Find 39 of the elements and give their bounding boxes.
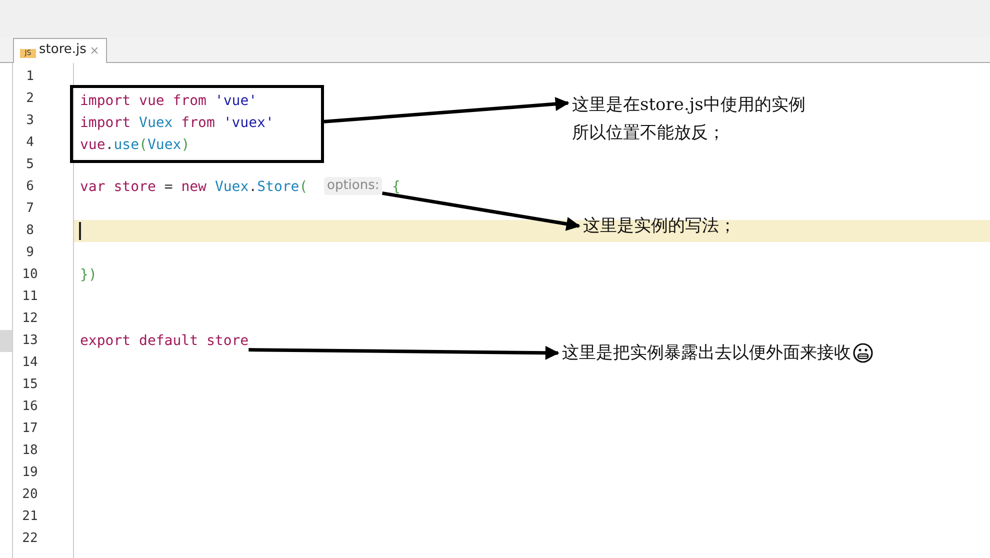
line-number: 10 — [21, 266, 39, 284]
code-line: import vue from 'vue' — [80, 92, 258, 111]
code-line: vue.use(Vuex) — [80, 136, 191, 155]
line-number: 17 — [21, 420, 39, 438]
line-number: 7 — [25, 200, 35, 218]
line-number: 14 — [21, 354, 39, 372]
arrow — [324, 96, 570, 124]
code-box — [70, 85, 324, 163]
tab-title: store.js — [39, 41, 86, 59]
code-line: import Vuex from 'vuex' — [80, 114, 275, 133]
line-number: 18 — [21, 442, 39, 460]
annotation-text: 这里是在store.js中使用的实例 — [572, 94, 806, 117]
annotation-text: 所以位置不能放反； — [572, 122, 726, 145]
line-number: 12 — [21, 310, 39, 328]
line-number: 9 — [25, 244, 35, 262]
parameter-hint: options: — [324, 177, 382, 195]
arrow — [382, 191, 580, 231]
line-number: 19 — [21, 464, 39, 482]
line-number: 16 — [21, 398, 39, 416]
code-line: }) — [80, 266, 97, 285]
line-number: 22 — [21, 530, 39, 548]
code-line: export default store — [80, 330, 249, 352]
annotation-text: 这里是把实例暴露出去以便外面来接收 — [562, 342, 851, 365]
line-number: 13 — [21, 332, 39, 350]
code-line: var store = new Vuex.Store( — [80, 178, 308, 197]
line-number: 1 — [25, 68, 35, 86]
line-number: 2 — [25, 90, 35, 108]
code-line: { — [392, 178, 400, 197]
annotation-text: 这里是实例的写法； — [583, 215, 736, 238]
arrow — [248, 346, 560, 360]
line-number: 15 — [21, 376, 39, 394]
line-number: 21 — [21, 508, 39, 526]
line-number: 8 — [25, 222, 35, 240]
line-number: 6 — [25, 178, 35, 196]
line-number: 20 — [21, 486, 39, 504]
line-number: 3 — [25, 112, 35, 130]
line-number: 11 — [21, 288, 39, 306]
line-number: 4 — [25, 134, 35, 152]
line-number: 5 — [25, 156, 35, 174]
